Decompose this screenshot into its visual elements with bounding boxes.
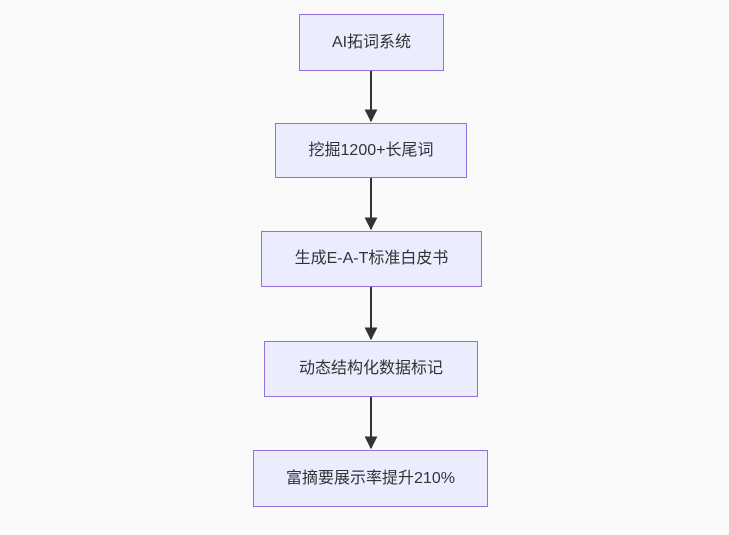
flow-node-label: AI拓词系统 <box>331 33 412 51</box>
flow-node-step-2: 挖掘1200+长尾词 <box>275 123 467 178</box>
flow-node-label: 生成E-A-T标准白皮书 <box>294 250 449 268</box>
flow-node-step-5: 富摘要展示率提升210% <box>253 450 488 507</box>
flow-node-step-1: AI拓词系统 <box>299 14 444 71</box>
flow-node-step-4: 动态结构化数据标记 <box>264 341 478 397</box>
flow-node-label: 富摘要展示率提升210% <box>286 469 455 487</box>
flow-node-label: 动态结构化数据标记 <box>298 360 443 378</box>
flow-node-step-3: 生成E-A-T标准白皮书 <box>261 231 482 287</box>
flow-node-label: 挖掘1200+长尾词 <box>308 141 434 159</box>
